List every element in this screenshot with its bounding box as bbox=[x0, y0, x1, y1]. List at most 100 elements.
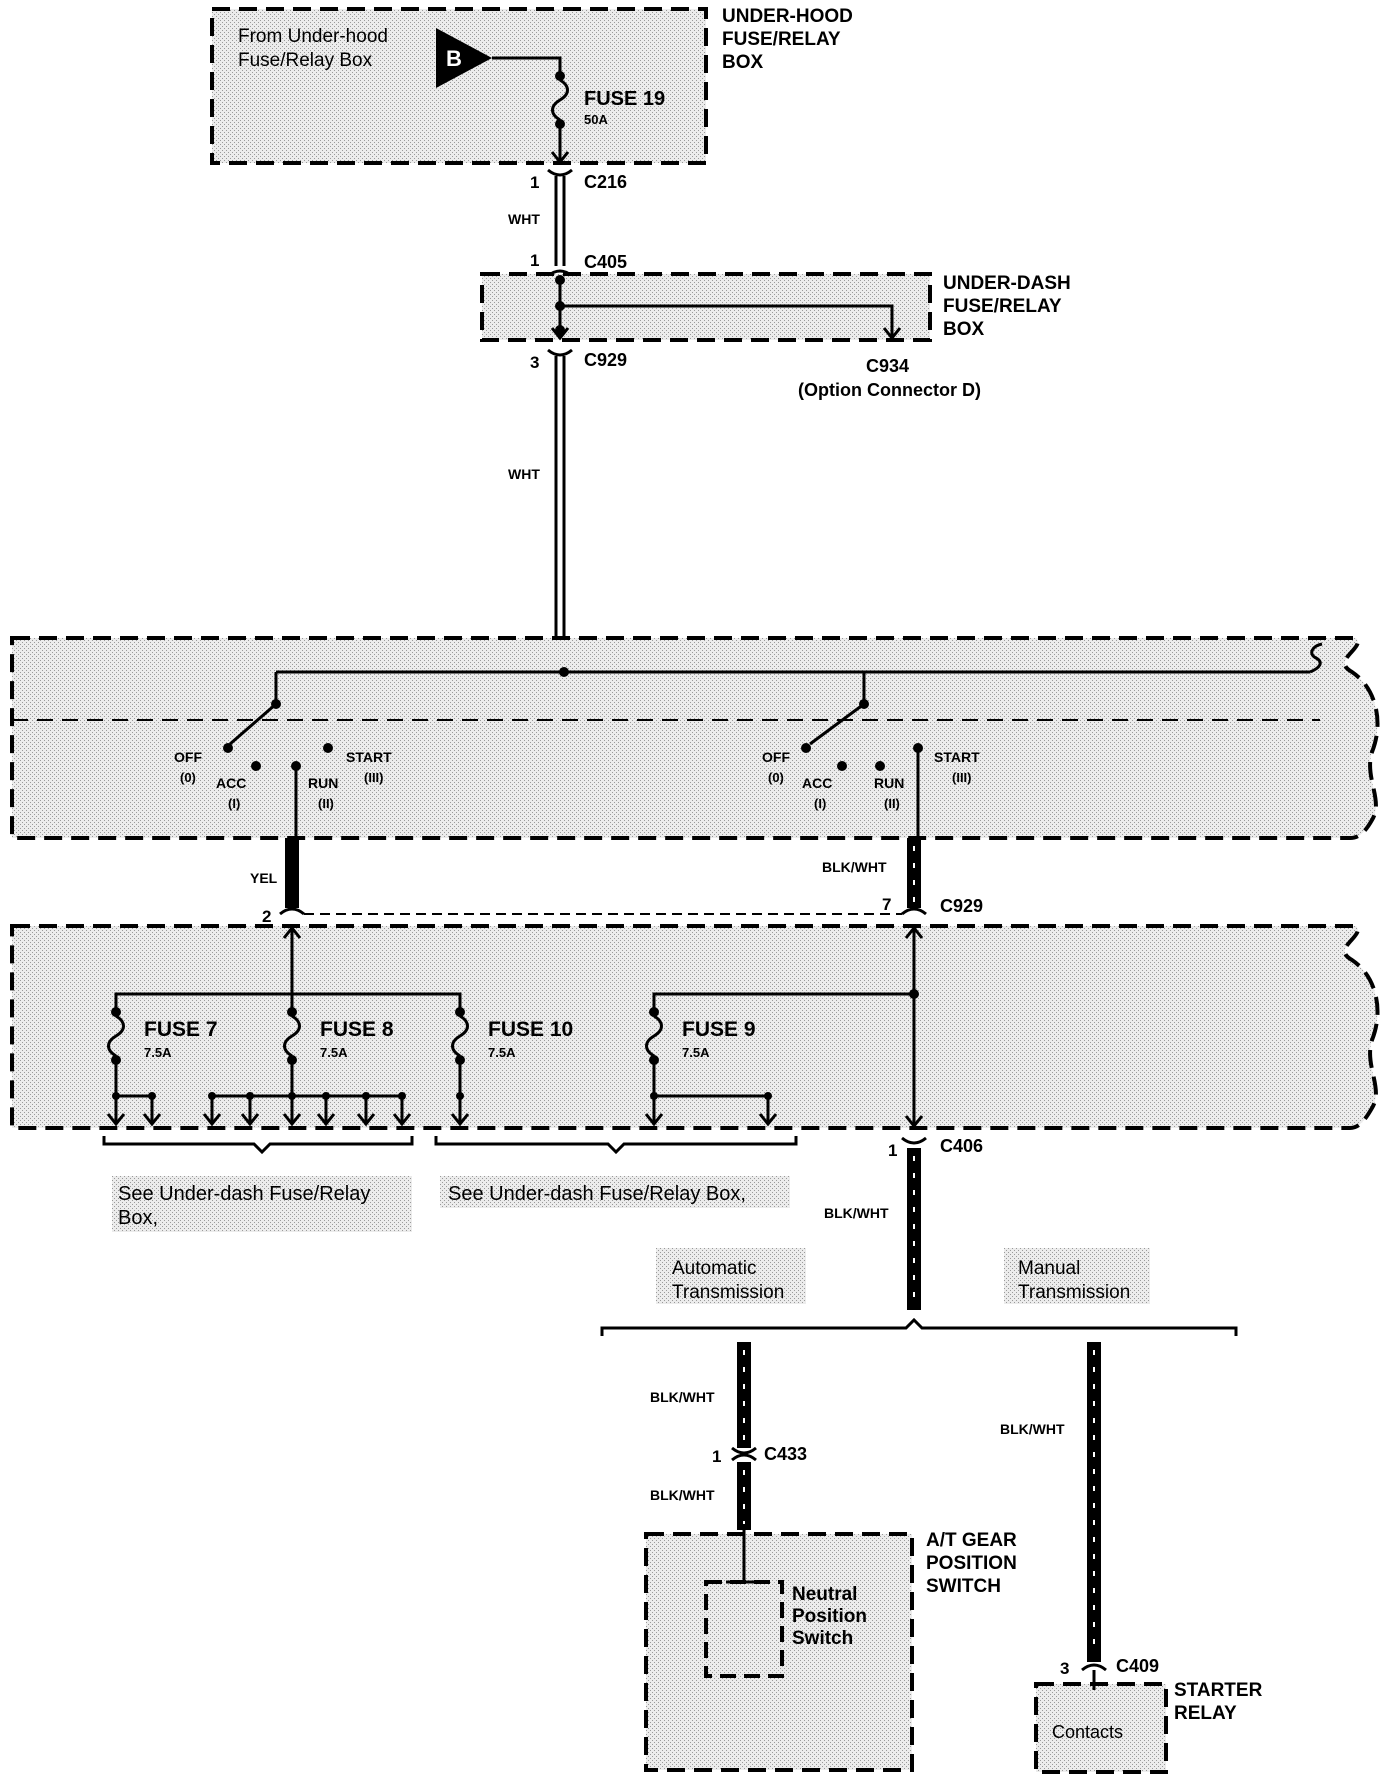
fuse-rating: 7.5A bbox=[682, 1045, 710, 1060]
wht-label-2: WHT bbox=[508, 466, 540, 482]
wire-blk-wht-upper: BLK/WHT bbox=[822, 838, 921, 908]
connector-c929-top: 3 C929 bbox=[530, 348, 627, 372]
fuse-label: FUSE 7 bbox=[144, 1018, 218, 1041]
at-switch-name-2: POSITION bbox=[926, 1553, 1017, 1574]
auto-trans-line-1: Automatic bbox=[672, 1258, 756, 1279]
ignition-switch-box: OFF (0) ACC (I) RUN (II) START (III) OFF… bbox=[10, 636, 1380, 840]
see-left-line-2: Box, bbox=[118, 1207, 158, 1229]
fuse-rating: 7.5A bbox=[488, 1045, 516, 1060]
c409-pin: 3 bbox=[1060, 1659, 1069, 1678]
manual-trans-line-1: Manual bbox=[1018, 1258, 1080, 1279]
ign-right-run-roman: (II) bbox=[884, 796, 900, 811]
ign-left-run-roman: (II) bbox=[318, 796, 334, 811]
c929-mid-pin-left: 2 bbox=[262, 907, 271, 926]
c216-pin: 1 bbox=[530, 173, 539, 192]
ign-right-acc: ACC bbox=[802, 775, 832, 791]
c405-id: C405 bbox=[584, 252, 627, 272]
manual-trans-line-2: Transmission bbox=[1018, 1282, 1130, 1303]
wire-blk-wht-main: BLK/WHT bbox=[824, 1148, 921, 1310]
c929-mid-pin-right: 7 bbox=[882, 895, 891, 914]
ign-right-acc-roman: (I) bbox=[814, 796, 826, 811]
ign-left-off: OFF bbox=[174, 749, 202, 765]
ign-right-start-roman: (III) bbox=[952, 770, 972, 785]
c433-pin: 1 bbox=[712, 1447, 721, 1466]
fuse-4: FUSE 9 7.5A bbox=[644, 1007, 778, 1127]
ign-right-off-roman: (0) bbox=[768, 770, 784, 785]
wire-yel: YEL bbox=[250, 838, 299, 908]
c934-id: C934 bbox=[866, 356, 909, 376]
ign-left-start: START bbox=[346, 749, 392, 765]
starter-relay-name-1: STARTER bbox=[1174, 1680, 1263, 1701]
fuse-2: FUSE 87.5A bbox=[202, 1007, 412, 1127]
at-switch-name-1: A/T GEAR bbox=[926, 1530, 1017, 1551]
see-right: See Under-dash Fuse/Relay Box, bbox=[448, 1183, 746, 1205]
output-arrow-icon bbox=[356, 1113, 376, 1127]
starter-relay: Contacts STARTER RELAY bbox=[1034, 1670, 1263, 1774]
connector-c216: 1 C216 bbox=[530, 168, 627, 192]
c406-id: C406 bbox=[940, 1136, 983, 1156]
wht-label-1: WHT bbox=[508, 211, 540, 227]
ign-left-off-roman: (0) bbox=[180, 770, 196, 785]
ign-left-acc: ACC bbox=[216, 775, 246, 791]
output-arrow-icon bbox=[282, 1113, 302, 1127]
fuse-icon bbox=[107, 1014, 125, 1058]
c929-top-pin: 3 bbox=[530, 353, 539, 372]
underhood-fuse-relay-box: From Under-hood Fuse/Relay Box B FUSE 19… bbox=[210, 6, 853, 165]
output-arrow-icon bbox=[450, 1113, 470, 1127]
underhood-name-2: FUSE/RELAY bbox=[722, 29, 841, 50]
connector-c929-mid: 2 7 C929 bbox=[262, 895, 983, 926]
output-arrow-icon bbox=[202, 1113, 222, 1127]
c405-pin: 1 bbox=[530, 251, 539, 270]
wire-wht-upper: WHT bbox=[508, 176, 566, 266]
underhood-name-1: UNDER-HOOD bbox=[722, 6, 853, 27]
fuse-group: FUSE 7 7.5A FUSE 87.5A FUSE 10 7.5A FUSE 9 7.5… bbox=[106, 1007, 778, 1127]
underhood-from-line-1: From Under-hood bbox=[238, 26, 388, 47]
fuse-19-icon bbox=[551, 78, 569, 122]
ign-right-run: RUN bbox=[874, 775, 904, 791]
wire-blk-wht-manual: BLK/WHT 3 C409 bbox=[1000, 1342, 1159, 1678]
underhood-name-3: BOX bbox=[722, 52, 764, 73]
underdash-name-2: FUSE/RELAY bbox=[943, 296, 1062, 317]
underdash-fuse-relay-box: UNDER-DASH FUSE/RELAY BOX C934 (Option C… bbox=[480, 272, 1071, 400]
output-arrow-icon bbox=[644, 1113, 664, 1127]
starter-relay-contacts: Contacts bbox=[1052, 1722, 1123, 1742]
output-arrow-icon bbox=[392, 1113, 412, 1127]
c406-pin: 1 bbox=[888, 1141, 897, 1160]
output-arrow-icon bbox=[106, 1113, 126, 1127]
transmission-split: Automatic Transmission Manual Transmissi… bbox=[600, 1248, 1238, 1336]
neutral-line-1: Neutral bbox=[792, 1584, 857, 1605]
fuse-1: FUSE 7 7.5A bbox=[106, 1007, 218, 1127]
c433-id: C433 bbox=[764, 1444, 807, 1464]
underdash-name-1: UNDER-DASH bbox=[943, 273, 1071, 294]
underdash-name-3: BOX bbox=[943, 319, 985, 340]
auto-trans-line-2: Transmission bbox=[672, 1282, 784, 1303]
neutral-line-3: Switch bbox=[792, 1628, 853, 1649]
fuse-icon bbox=[451, 1014, 469, 1058]
terminal-b-label: B bbox=[446, 46, 462, 71]
fuse-label: FUSE 10 bbox=[488, 1018, 573, 1041]
output-arrow-icon bbox=[316, 1113, 336, 1127]
ign-right-off: OFF bbox=[762, 749, 790, 765]
fuse-label: FUSE 9 bbox=[682, 1018, 756, 1041]
blk-wht-label-4: BLK/WHT bbox=[650, 1487, 715, 1503]
blk-wht-label-5: BLK/WHT bbox=[1000, 1421, 1065, 1437]
see-left-line-1: See Under-dash Fuse/Relay bbox=[118, 1183, 370, 1205]
ign-left-acc-roman: (I) bbox=[228, 796, 240, 811]
c934-note: (Option Connector D) bbox=[798, 380, 981, 400]
c216-id: C216 bbox=[584, 172, 627, 192]
fuse-notes: See Under-dash Fuse/Relay Box, See Under… bbox=[102, 1136, 798, 1232]
fuse-icon bbox=[283, 1014, 301, 1058]
fuse-19-label: FUSE 19 bbox=[584, 88, 665, 110]
wire-wht-lower: WHT bbox=[508, 356, 566, 640]
blk-wht-label-3: BLK/WHT bbox=[650, 1389, 715, 1405]
at-gear-position-switch: Neutral Position Switch A/T GEAR POSITIO… bbox=[644, 1530, 1017, 1772]
c929-top-id: C929 bbox=[584, 350, 627, 370]
fuse-rating: 7.5A bbox=[144, 1045, 172, 1060]
blk-wht-label-2: BLK/WHT bbox=[824, 1205, 889, 1221]
ign-left-start-roman: (III) bbox=[364, 770, 384, 785]
yel-label: YEL bbox=[250, 870, 278, 886]
output-arrow-icon bbox=[240, 1113, 260, 1127]
c929-mid-id: C929 bbox=[940, 896, 983, 916]
output-arrow-icon bbox=[142, 1113, 162, 1127]
